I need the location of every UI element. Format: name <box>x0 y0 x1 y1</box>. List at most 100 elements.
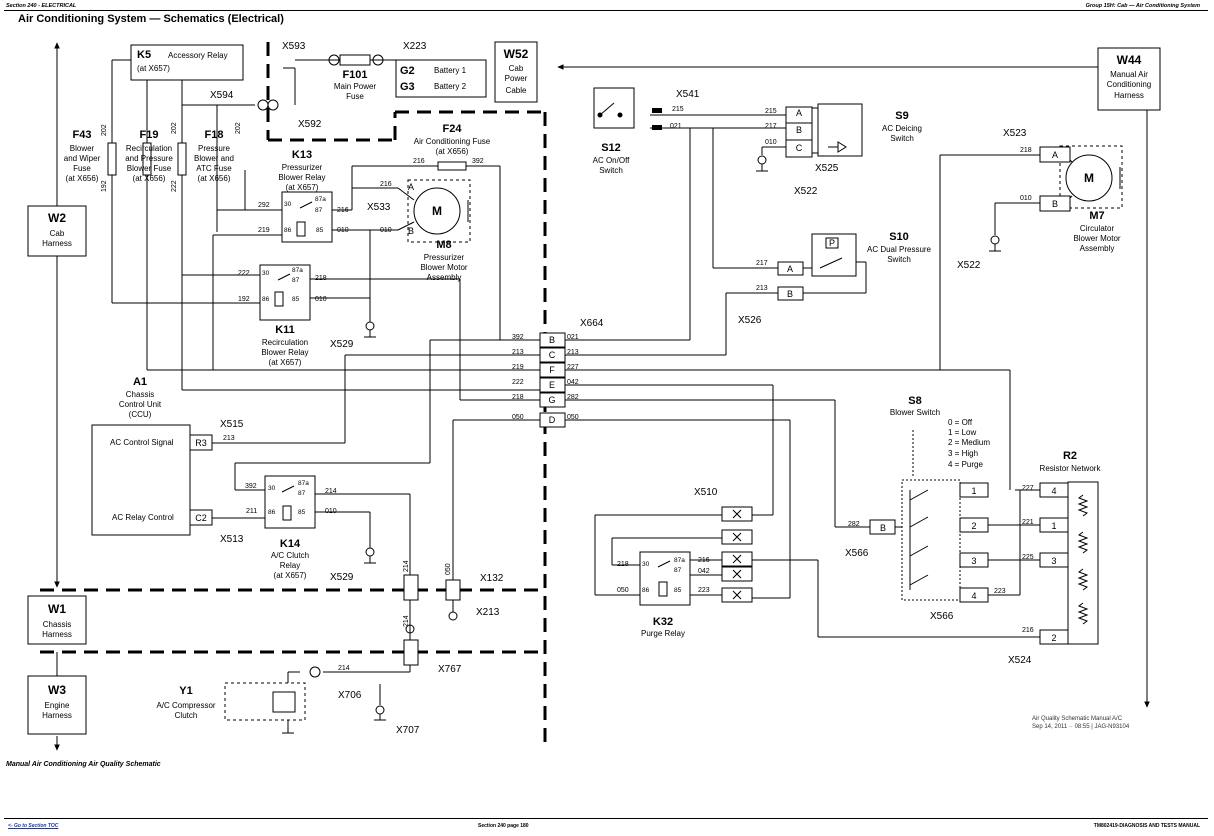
footer-page-label: Section 240 page 180 <box>478 823 529 829</box>
w44-l1: Manual Air <box>1110 70 1148 79</box>
footer-rule <box>4 818 1208 819</box>
s8-switch-body <box>901 479 961 601</box>
x510-crosses <box>732 509 742 600</box>
diagram-text: 85 <box>316 227 324 234</box>
diagram-text: 215 <box>765 108 777 115</box>
f43-id: F43 <box>73 129 92 141</box>
note-line2: Sep 14, 2011 ·· 08:55 | JAG-N93104 <box>1032 724 1130 730</box>
w44-l3: Harness <box>1114 91 1144 100</box>
ccu-pin-c2-box <box>189 509 213 526</box>
diagram-text: B <box>549 335 555 345</box>
diagram-text: 216 <box>1022 627 1034 634</box>
diagram-text: 4 <box>971 591 976 601</box>
diagram-text: B <box>787 289 793 299</box>
s8-opt2: 2 = Medium <box>948 438 990 447</box>
diagram-text: 214 <box>338 665 350 672</box>
diagram-text: 292 <box>258 202 270 209</box>
labeled-boxes <box>27 41 1161 735</box>
f101-l1: Main Power <box>334 82 377 91</box>
diagram-text: M <box>432 204 442 218</box>
diagram-text: M <box>1084 171 1094 185</box>
w44-l2: Conditioning <box>1107 80 1151 89</box>
m8-id: M8 <box>436 239 451 251</box>
diagram-text: 227 <box>1022 485 1034 492</box>
w2-id: W2 <box>48 211 66 225</box>
k5-name: Accessory Relay <box>168 51 228 60</box>
f43-l2: and Wiper <box>64 154 101 163</box>
s8-opt3: 3 = High <box>948 449 978 458</box>
s8-opt0: 0 = Off <box>948 418 973 427</box>
diagram-text: 86 <box>284 227 292 234</box>
f19-l2: and Pressure <box>125 154 173 163</box>
f24-l1: Air Conditioning Fuse <box>414 137 491 146</box>
k14-l1: A/C Clutch <box>271 551 309 560</box>
diagram-text: 87 <box>674 567 682 574</box>
k13-l3: (at X657) <box>286 183 319 192</box>
f18-l3: ATC Fuse <box>196 164 232 173</box>
conn-x515: X515 <box>220 419 244 430</box>
diagram-text: G <box>548 395 555 405</box>
m7-l3: Assembly <box>1080 244 1115 253</box>
diagram-text: 392 <box>472 158 484 165</box>
a1-sig1: AC Control Signal <box>110 438 174 447</box>
relay-internals <box>274 201 671 597</box>
k32-id: K32 <box>653 616 673 628</box>
diagram-text: 282 <box>567 394 579 401</box>
k14-l2: Relay <box>280 561 300 570</box>
conn-x593: X593 <box>282 41 306 52</box>
x664-connector <box>539 332 566 428</box>
diagram-text: 218 <box>617 561 629 568</box>
diagram-text: 222 <box>238 270 250 277</box>
go-to-section-toc-link[interactable]: <- Go to Section TOC <box>8 823 59 829</box>
g2-name: Battery 1 <box>434 66 467 75</box>
s10-l2: Switch <box>887 255 911 264</box>
conn-x706: X706 <box>338 690 362 701</box>
diagram-text: C <box>549 350 556 360</box>
s8-contacts <box>909 489 929 590</box>
diagram-labels: W2 Cab Harness W1 Chassis Harness W3 Eng… <box>42 41 1151 736</box>
s12-l1: AC On/Off <box>593 156 631 165</box>
diagram-text: 021 <box>567 334 579 341</box>
diagram-text: 30 <box>262 270 270 277</box>
f101-l2: Fuse <box>346 92 364 101</box>
w52-l1: Cab <box>509 64 524 73</box>
diagram-text: 213 <box>223 435 235 442</box>
conn-x529b: X529 <box>330 572 354 583</box>
conn-x767: X767 <box>438 664 462 675</box>
diagram-text: 213 <box>756 285 768 292</box>
f18-l4: (at X656) <box>198 174 231 183</box>
diagram-text: A <box>408 182 414 192</box>
w2-l1: Cab <box>50 229 65 238</box>
diagram-text: C <box>796 143 803 153</box>
diagram-text: D <box>549 415 556 425</box>
diagram-text: 050 <box>567 414 579 421</box>
m7-l1: Circulator <box>1080 224 1115 233</box>
k11-id: K11 <box>275 324 295 336</box>
diagram-text: 215 <box>672 106 684 113</box>
s9-l2: Switch <box>890 134 914 143</box>
f101-id: F101 <box>342 69 367 81</box>
f19-l1: Recirculation <box>126 144 172 153</box>
diagram-text: 227 <box>567 364 579 371</box>
diagram-text: 192 <box>101 180 108 192</box>
diagram-text: 30 <box>642 561 650 568</box>
s12-id: S12 <box>601 142 621 154</box>
relay-boxes <box>259 191 691 606</box>
diagram-text: 202 <box>171 122 178 134</box>
x767-inline <box>403 639 419 666</box>
conn-x524: X524 <box>1008 655 1032 666</box>
k32-l1: Purge Relay <box>641 629 685 638</box>
diagram-text: 219 <box>512 364 524 371</box>
s10-id: S10 <box>889 231 909 243</box>
diagram-text: 221 <box>1022 519 1034 526</box>
conn-x529a: X529 <box>330 339 354 350</box>
conn-x594: X594 <box>210 90 234 101</box>
diagram-text: 87a <box>315 196 326 203</box>
w52-id: W52 <box>504 47 529 61</box>
r2-pins <box>1039 482 1069 645</box>
footer-manual-label: TM802419-DIAGNOSIS AND TESTS MANUAL <box>1093 823 1200 829</box>
conn-x513: X513 <box>220 534 244 545</box>
m7-pin-b <box>1039 195 1071 212</box>
diagram-text: F <box>549 365 555 375</box>
